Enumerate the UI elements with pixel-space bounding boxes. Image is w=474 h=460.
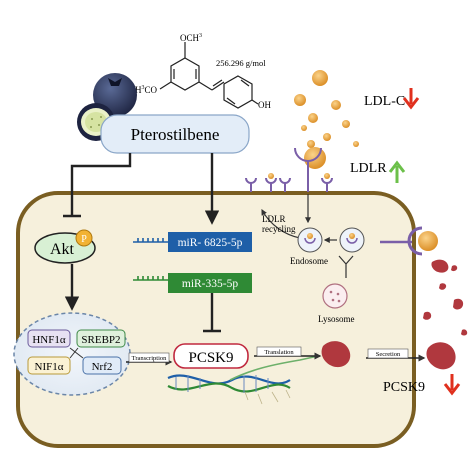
pcsk9-ldlr-complex-icon: [380, 226, 449, 273]
mirna-6825-strand-icon: [133, 238, 168, 243]
tf-hnf1a-box: [27, 329, 71, 348]
pterostilbene-label: Pterostilbene: [131, 125, 220, 144]
methoxy-top-label: OCH3: [180, 33, 202, 43]
mir-335-label: miR-335-5p: [182, 278, 238, 290]
akt-phospho-label: P: [81, 234, 87, 245]
ldlr-recycling-arrow: [261, 208, 301, 239]
secretion-label: Secretion: [376, 351, 401, 358]
pcsk9-gene-box: [173, 343, 249, 369]
tf-link: [69, 347, 79, 359]
ldlr-up-arrow-icon: [388, 160, 406, 183]
inhibit-akt-line: [70, 153, 132, 216]
pterostilbene-label-box: [100, 114, 250, 154]
pcsk9-secreted-label: PCSK9: [383, 380, 425, 395]
phosphate-badge-icon: [75, 229, 93, 247]
lysosome-label: Lysosome: [318, 314, 355, 324]
mir-6825-box: [168, 232, 252, 252]
transcription-label: Transcription: [132, 355, 168, 362]
endosome-to-lysosome-arrow: [338, 255, 354, 278]
secretion-tag: [367, 348, 409, 359]
endosome-label: Endosome: [290, 256, 328, 266]
ldlr-label: LDLR: [350, 161, 387, 176]
ldlr-recycling-label-1: LDLR: [262, 214, 286, 224]
tf-nrf2-label: Nrf2: [92, 361, 113, 373]
tf-srebp2-label: SREBP2: [81, 334, 120, 346]
pcsk9-gene-label: PCSK9: [188, 350, 233, 366]
tf-nif1a-label: NIF1α: [35, 361, 64, 373]
nucleus: [13, 312, 131, 396]
endosome-icon: [297, 227, 365, 253]
mirna-335-strand-icon: [133, 276, 168, 281]
mrna-icon: [229, 355, 319, 405]
ldl-particle-icon: [324, 173, 330, 179]
pterostilbene-structure: [159, 42, 259, 109]
akt-label: Akt: [50, 241, 75, 258]
tf-srebp2-box: [76, 329, 126, 348]
molar-mass-label: 256.296 g/mol: [216, 58, 266, 68]
translation-tag: [256, 346, 302, 357]
pcsk9-down-arrow-icon: [443, 374, 461, 396]
methoxy-left-label: H3CO: [135, 85, 158, 95]
tf-nif1a-box: [27, 356, 71, 375]
mir-335-box: [168, 273, 252, 293]
dna-icon: [167, 374, 291, 393]
ldlr-recycling-label-2: recycling: [262, 224, 296, 234]
mir-6825-label: miR- 6825-5p: [178, 237, 243, 249]
tf-nrf2-box: [82, 356, 122, 375]
ldl-particle-icon: [294, 70, 359, 169]
pcsk9-protein-icon: [321, 265, 468, 370]
ldl-particle-icon: [268, 173, 274, 179]
lysosome-icon: [322, 283, 348, 309]
ldl-c-down-arrow-icon: [402, 88, 420, 110]
hydroxyl-label: OH: [258, 100, 271, 110]
translation-label: Translation: [264, 349, 294, 356]
tf-hnf1a-label: HNF1α: [32, 334, 66, 346]
ldl-c-label: LDL-C: [364, 94, 405, 109]
tf-link: [69, 347, 84, 359]
transcription-tag: [128, 352, 170, 363]
cell-membrane: [16, 191, 416, 448]
ldlr-receptor-icon: [245, 147, 333, 192]
